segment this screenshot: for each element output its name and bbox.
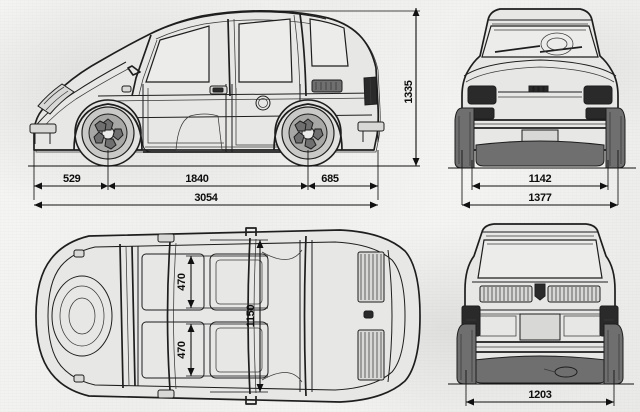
- dim-front-overhang: 529: [63, 173, 81, 185]
- rear-view-dimensions: 1203: [466, 370, 614, 406]
- dim-rear-seat-width: 470: [176, 341, 188, 359]
- plan-view-car: [35, 228, 421, 404]
- front-badge-icon: [363, 310, 374, 319]
- rear-view-drawing: 1203: [440, 223, 640, 412]
- dim-interior-width: 1150: [245, 304, 257, 327]
- brand-badge-icon: [528, 85, 549, 93]
- front-view-drawing: 1142 1377: [440, 8, 640, 209]
- dim-rear-track: 1203: [528, 389, 551, 401]
- front-view-car: [448, 8, 636, 168]
- dim-overall-width: 1377: [528, 192, 551, 204]
- front-view-dimensions: 1142 1377: [462, 150, 618, 209]
- dim-front-track: 1142: [529, 173, 552, 185]
- front-grille-louvers: [357, 251, 385, 381]
- dim-rear-overhang: 685: [321, 173, 339, 185]
- dim-overall-height: 1335: [403, 80, 415, 103]
- side-view-drawing: 529 1840 685 3054 1335: [0, 8, 440, 209]
- plan-view-dimensions: 470 470 1150: [176, 240, 268, 392]
- dim-wheelbase: 1840: [185, 173, 208, 185]
- dim-front-seat-width: 470: [176, 273, 188, 291]
- dim-overall-length: 3054: [194, 192, 218, 204]
- side-view-height-dimension: 1335: [270, 8, 420, 166]
- side-view-car: [28, 10, 420, 167]
- side-view-dimensions: 529 1840 685 3054: [34, 150, 378, 209]
- rear-badge-icon: [534, 283, 546, 301]
- plan-view-drawing: 470 470 1150: [35, 220, 421, 412]
- rear-view-car: [448, 223, 634, 384]
- rear-hatch-vents: [479, 283, 601, 303]
